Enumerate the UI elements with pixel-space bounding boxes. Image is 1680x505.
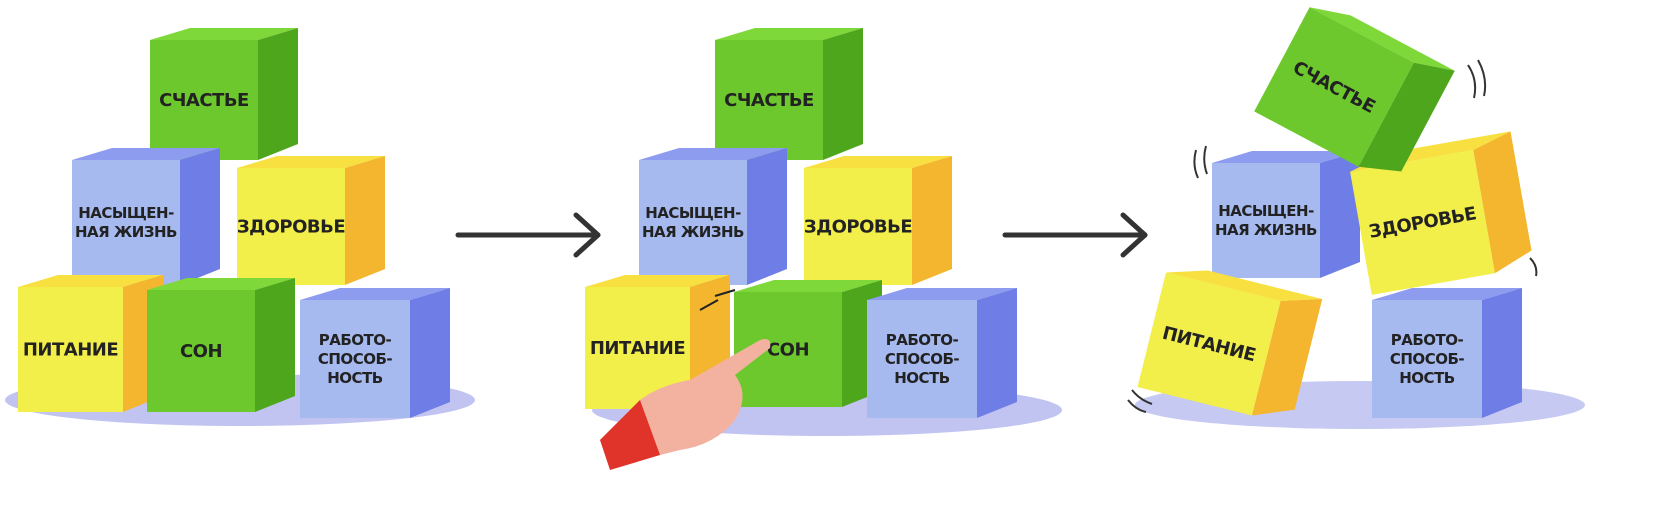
block-front-face bbox=[150, 40, 258, 160]
block-label: НОСТЬ bbox=[327, 369, 383, 387]
block-top-face bbox=[300, 288, 450, 300]
block-label: СОН bbox=[767, 340, 809, 361]
block-label: НАЯ ЖИЗНЬ bbox=[642, 223, 744, 241]
block-side-face bbox=[410, 288, 450, 418]
block-health: ЗДОРОВЬЕ bbox=[804, 156, 952, 285]
block-side-face bbox=[345, 156, 385, 285]
block-front-face bbox=[867, 300, 977, 418]
block-side-face bbox=[1473, 131, 1532, 274]
block-top-face bbox=[1309, 7, 1455, 71]
block-front-face bbox=[72, 160, 180, 285]
block-full-life: НАСЫЩЕН-НАЯ ЖИЗНЬ bbox=[72, 148, 220, 285]
block-top-face bbox=[867, 288, 1017, 300]
block-nutrition: ПИТАНИЕ bbox=[1137, 270, 1323, 416]
block-top-face bbox=[72, 148, 220, 160]
block-top-face bbox=[715, 28, 863, 40]
block-full-life: НАСЫЩЕН-НАЯ ЖИЗНЬ bbox=[639, 148, 787, 285]
block-side-face bbox=[255, 278, 295, 412]
block-side-face bbox=[1251, 299, 1323, 416]
block-happiness: СЧАСТЬЕ bbox=[715, 28, 863, 160]
block-top-face bbox=[237, 156, 385, 168]
block-side-face bbox=[912, 156, 952, 285]
block-side-face bbox=[1320, 151, 1360, 278]
block-side-face bbox=[823, 28, 863, 160]
block-front-face bbox=[639, 160, 747, 285]
block-front-face bbox=[18, 287, 123, 412]
block-top-face bbox=[150, 28, 298, 40]
block-label: НАСЫЩЕН- bbox=[78, 204, 174, 222]
block-label: НАСЫЩЕН- bbox=[645, 204, 741, 222]
block-label: НАЯ ЖИЗНЬ bbox=[75, 223, 177, 241]
block-nutrition: ПИТАНИЕ bbox=[18, 275, 163, 412]
block-front-face bbox=[1372, 300, 1482, 418]
block-top-face bbox=[585, 275, 730, 287]
block-performance: РАБОТО-СПОСОБ-НОСТЬ bbox=[1372, 288, 1522, 418]
block-side-face bbox=[1482, 288, 1522, 418]
block-label: РАБОТО- bbox=[1391, 331, 1464, 349]
block-label: СПОСОБ- bbox=[318, 350, 393, 368]
block-top-face bbox=[1166, 270, 1323, 302]
block-side-face bbox=[180, 148, 220, 285]
block-front-face bbox=[147, 290, 255, 412]
block-full-life: НАСЫЩЕН-НАЯ ЖИЗНЬ bbox=[1212, 151, 1360, 278]
block-label: ПИТАНИЕ bbox=[23, 340, 118, 361]
block-sleep: СОН bbox=[147, 278, 295, 412]
block-top-face bbox=[18, 275, 163, 287]
block-label: СЧАСТЬЕ bbox=[159, 90, 249, 111]
block-label: НАСЫЩЕН- bbox=[1218, 202, 1314, 220]
block-performance: РАБОТО-СПОСОБ-НОСТЬ bbox=[300, 288, 450, 418]
block-top-face bbox=[804, 156, 952, 168]
block-label: СЧАСТЬЕ bbox=[724, 90, 814, 111]
block-performance: РАБОТО-СПОСОБ-НОСТЬ bbox=[867, 288, 1017, 418]
block-label: ЗДОРОВЬЕ bbox=[804, 217, 912, 238]
block-side-face bbox=[977, 288, 1017, 418]
block-side-face bbox=[1358, 62, 1455, 172]
block-top-face bbox=[1212, 151, 1360, 163]
arrow-2-icon bbox=[1002, 212, 1148, 258]
block-label: ЗДОРОВЬЕ bbox=[237, 217, 345, 238]
block-front-face bbox=[715, 40, 823, 160]
block-front-face bbox=[237, 168, 345, 285]
block-label: ПИТАНИЕ bbox=[590, 338, 685, 359]
block-happiness: СЧАСТЬЕ bbox=[150, 28, 298, 160]
arrow-1-icon bbox=[455, 212, 601, 258]
block-side-face bbox=[747, 148, 787, 285]
block-front-face bbox=[1137, 272, 1281, 416]
panel-stable-tower: СЧАСТЬЕ НАСЫЩЕН-НАЯ ЖИЗНЬ ЗДОРОВЬЕ ПИТАНИЕ С… bbox=[5, 28, 475, 426]
block-health: ЗДОРОВЬЕ bbox=[237, 156, 385, 285]
block-front-face bbox=[1212, 163, 1320, 278]
block-top-face bbox=[734, 280, 882, 292]
wobble-lines bbox=[1127, 59, 1538, 413]
block-label: СПОСОБ- bbox=[1390, 350, 1465, 368]
block-label: СОН bbox=[180, 341, 222, 362]
panel-collapsing-tower: НАСЫЩЕН-НАЯ ЖИЗНЬРАБОТО-СПОСОБ-НОСТЬПИТА… bbox=[1127, 7, 1585, 429]
block-label: НОСТЬ bbox=[894, 369, 950, 387]
block-label: СПОСОБ- bbox=[885, 350, 960, 368]
block-front-face bbox=[300, 300, 410, 418]
block-top-face bbox=[639, 148, 787, 160]
pointing-hand-icon bbox=[600, 339, 771, 470]
block-front-face bbox=[1350, 150, 1495, 295]
block-happiness: СЧАСТЬЕ bbox=[1254, 7, 1455, 172]
block-label: НАЯ ЖИЗНЬ bbox=[1215, 221, 1317, 239]
block-top-face bbox=[147, 278, 295, 290]
block-label: НОСТЬ bbox=[1399, 369, 1455, 387]
block-front-face bbox=[1254, 7, 1414, 167]
block-top-face bbox=[1372, 288, 1522, 300]
block-label: РАБОТО- bbox=[319, 331, 392, 349]
block-front-face bbox=[804, 168, 912, 285]
panel-pushing-sleep: СЧАСТЬЕ НАСЫЩЕН-НАЯ ЖИЗНЬ ЗДОРОВЬЕ ПИТАНИЕ С… bbox=[585, 28, 1062, 470]
block-label: РАБОТО- bbox=[886, 331, 959, 349]
block-side-face bbox=[258, 28, 298, 160]
